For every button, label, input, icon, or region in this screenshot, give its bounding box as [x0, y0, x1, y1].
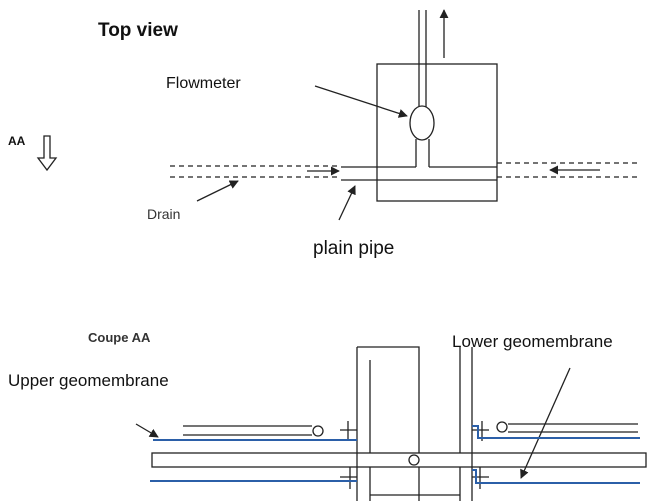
top-view-drawing — [36, 9, 638, 221]
top-view-title: Top view — [98, 20, 178, 41]
upper-geomembrane-right — [472, 425, 640, 439]
upper-geomembrane-leader — [135, 423, 159, 438]
section-aa-drawing — [135, 346, 647, 501]
geomembranes — [150, 425, 640, 484]
section-title: Coupe AA — [88, 330, 151, 345]
chamber-left-wall — [356, 346, 420, 501]
lower-geomembrane-leader — [520, 367, 571, 479]
drain-label: Drain — [147, 206, 181, 222]
lower-geomembrane-right — [472, 469, 640, 484]
section-aa-arrow — [36, 135, 58, 172]
flange-lower-left — [340, 467, 357, 489]
plain-pipe-label: plain pipe — [313, 238, 395, 259]
flowmeter-symbol — [409, 105, 435, 141]
flange-upper-left — [340, 421, 357, 441]
drain-leader — [196, 180, 239, 202]
flowmeter-label: Flowmeter — [166, 75, 241, 92]
section-marker-label: AA — [8, 134, 26, 148]
flowmeter-leader — [314, 85, 408, 118]
pipe-end-left — [312, 425, 324, 437]
main-pipe — [151, 452, 647, 468]
lower-geomembrane-label: Lower geomembrane — [452, 332, 613, 351]
upper-geomembrane-label: Upper geomembrane — [8, 371, 169, 390]
flange-lower-right — [472, 467, 489, 489]
main-pipe-fitting — [408, 454, 420, 466]
chamber-box — [376, 63, 498, 202]
pipe-end-right — [496, 421, 508, 433]
plain-pipe-leader — [338, 185, 356, 221]
